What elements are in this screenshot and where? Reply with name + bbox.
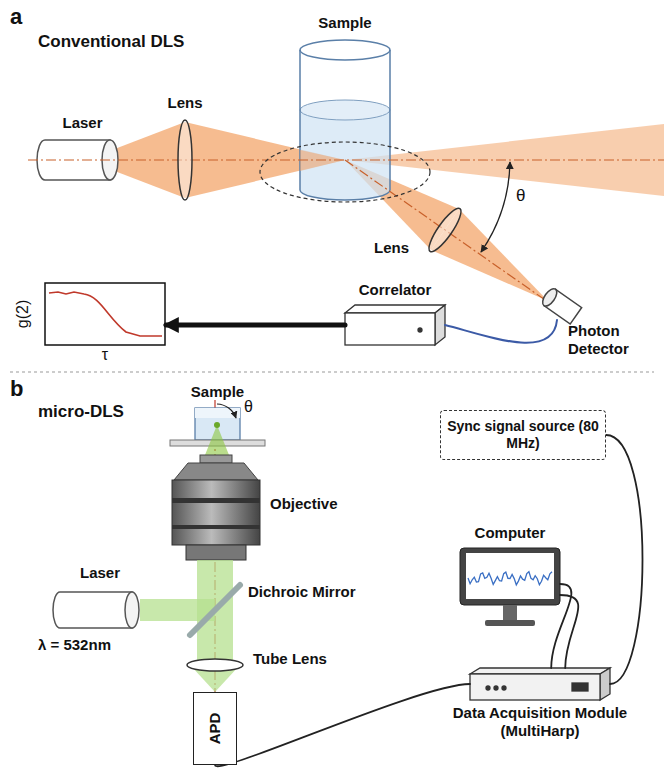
theta-arc-b bbox=[217, 404, 236, 418]
node-label: Computer bbox=[460, 524, 560, 542]
connector bbox=[166, 323, 345, 328]
daq-box bbox=[470, 668, 610, 700]
photon-detector: Photon Detector bbox=[540, 292, 582, 320]
node-label: Correlator bbox=[340, 281, 450, 299]
dichroic-mirror: Dichroic Mirror bbox=[190, 585, 240, 635]
node-label: Sample bbox=[300, 14, 390, 32]
tube-lens: Tube Lens bbox=[187, 659, 243, 671]
connector bbox=[560, 595, 578, 668]
apd-detector: APD bbox=[193, 692, 237, 765]
node-label: Lens bbox=[155, 94, 215, 112]
angle-symbol: θ bbox=[244, 398, 253, 416]
panel-separator bbox=[10, 372, 654, 373]
panel-title: micro-DLS bbox=[38, 402, 124, 422]
laser-body-b bbox=[53, 592, 132, 628]
focus-cone bbox=[205, 425, 229, 455]
computer-monitor bbox=[460, 548, 560, 626]
computer: Computer bbox=[460, 548, 560, 630]
sample-well: Sample bbox=[195, 408, 240, 440]
lens-2 bbox=[424, 205, 465, 256]
panel-letter: b bbox=[10, 376, 23, 402]
dichroic-mirror bbox=[190, 585, 240, 635]
correlator: Correlator bbox=[345, 305, 445, 345]
node-label: Dichroic Mirror bbox=[248, 583, 388, 601]
sample-cuvette: Sample bbox=[300, 40, 390, 200]
scatter-axis bbox=[345, 160, 548, 302]
node-label: Tube Lens bbox=[253, 650, 353, 668]
photon-detector bbox=[540, 286, 582, 324]
lens-1 bbox=[178, 120, 192, 200]
daq-module: Data Acquisition Module (MultiHarp) bbox=[470, 668, 610, 700]
node-label: Sync signal source (80 MHz) bbox=[441, 416, 605, 454]
node-label: λ = 532nm bbox=[38, 636, 148, 654]
sync-source: Sync signal source (80 MHz) bbox=[440, 410, 606, 460]
node-label: Photon Detector bbox=[568, 322, 653, 358]
connector bbox=[445, 320, 557, 343]
correlator-box bbox=[345, 305, 445, 345]
focus-spot bbox=[214, 422, 220, 428]
node-label: Lens bbox=[374, 239, 416, 257]
node-label: τ bbox=[45, 346, 165, 364]
theta-arc bbox=[481, 162, 510, 252]
node-label: Data Acquisition Module (MultiHarp) bbox=[432, 704, 648, 740]
tube-lens bbox=[187, 659, 243, 671]
node-label: Objective bbox=[270, 495, 370, 513]
lens: Lens bbox=[178, 118, 192, 202]
node-label: APD bbox=[204, 709, 225, 749]
angle-symbol: θ bbox=[516, 186, 525, 206]
lens: Lens bbox=[420, 205, 470, 255]
panel-title: Conventional DLS bbox=[38, 32, 184, 52]
laser: Laser bbox=[45, 140, 120, 180]
connector bbox=[606, 435, 643, 684]
correlation-plot: g(2)τ bbox=[45, 283, 165, 345]
scattering-volume bbox=[260, 142, 430, 202]
sample-cuvette bbox=[300, 40, 390, 200]
objective: Objective bbox=[170, 455, 260, 560]
laser-aperture-b bbox=[125, 592, 139, 628]
node-label: Laser bbox=[60, 564, 140, 582]
connector bbox=[215, 684, 470, 766]
laser: Laserλ = 532nm bbox=[60, 592, 140, 628]
objective-lens bbox=[172, 455, 260, 560]
node-label: g(2) bbox=[14, 296, 32, 332]
green-beam bbox=[140, 560, 239, 692]
node-label: Laser bbox=[45, 114, 120, 132]
correlation-plot bbox=[45, 283, 165, 345]
panel-letter: a bbox=[10, 4, 22, 30]
